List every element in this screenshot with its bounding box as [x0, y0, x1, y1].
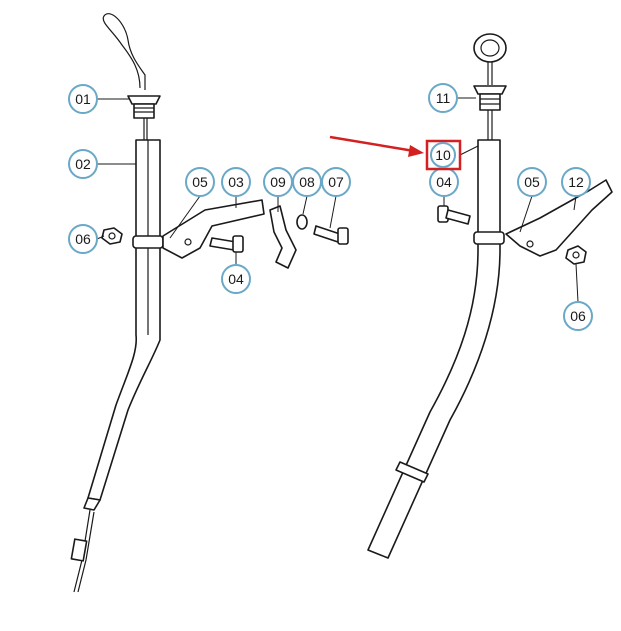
right-guide-tube — [367, 139, 501, 559]
right-seal-cap — [473, 85, 507, 95]
callout-12: 12 — [561, 167, 591, 197]
right-lower-band — [395, 461, 429, 483]
left-bracket — [162, 199, 265, 259]
svg-text:12: 12 — [568, 174, 584, 190]
svg-text:04: 04 — [228, 271, 244, 287]
callout-05-right: 05 — [517, 167, 547, 197]
svg-text:10: 10 — [435, 147, 451, 163]
callout-07: 07 — [321, 167, 351, 197]
left-washer — [296, 214, 308, 230]
svg-text:04: 04 — [436, 174, 452, 190]
left-dipstick-handle — [102, 13, 146, 90]
left-seal-body — [133, 103, 155, 119]
left-support-clip — [269, 205, 297, 269]
svg-text:08: 08 — [299, 174, 315, 190]
svg-text:06: 06 — [570, 308, 586, 324]
svg-text:02: 02 — [75, 156, 91, 172]
left-bolt — [209, 235, 244, 253]
right-ring-handle — [473, 33, 507, 63]
svg-text:03: 03 — [228, 174, 244, 190]
right-dipstick-assembly — [367, 33, 613, 559]
callout-04-right: 04 — [429, 167, 459, 197]
callout-04-left: 04 — [221, 264, 251, 294]
right-bracket — [505, 179, 613, 257]
left-guide-tube — [87, 139, 161, 501]
callout-06-left: 06 — [68, 224, 98, 254]
right-bolt — [437, 205, 471, 225]
callout-05-left: 05 — [185, 167, 215, 197]
svg-text:09: 09 — [270, 174, 286, 190]
svg-text:05: 05 — [192, 174, 208, 190]
left-seal-cap — [127, 95, 161, 105]
callout-01: 01 — [68, 84, 98, 114]
highlight-callout-10: 10 — [425, 139, 462, 171]
callout-08: 08 — [292, 167, 322, 197]
svg-text:05: 05 — [524, 174, 540, 190]
svg-text:06: 06 — [75, 231, 91, 247]
callout-09: 09 — [263, 167, 293, 197]
left-clamp-band — [132, 235, 164, 249]
leader-lines — [96, 97, 579, 303]
left-tube-end — [83, 497, 101, 511]
right-nut — [565, 245, 587, 265]
svg-text:11: 11 — [436, 90, 451, 106]
callout-02: 02 — [68, 149, 98, 179]
callout-03: 03 — [221, 167, 251, 197]
svg-text:01: 01 — [75, 91, 91, 107]
highlight-arrow — [329, 135, 424, 157]
callout-06-right: 06 — [563, 301, 593, 331]
right-seal-body — [479, 93, 501, 111]
right-clamp-band — [473, 231, 505, 245]
svg-text:07: 07 — [328, 174, 344, 190]
left-nut — [101, 227, 123, 245]
left-long-bolt — [313, 225, 349, 245]
left-dipstick-assembly — [70, 13, 349, 593]
callout-11: 11 — [428, 83, 458, 113]
